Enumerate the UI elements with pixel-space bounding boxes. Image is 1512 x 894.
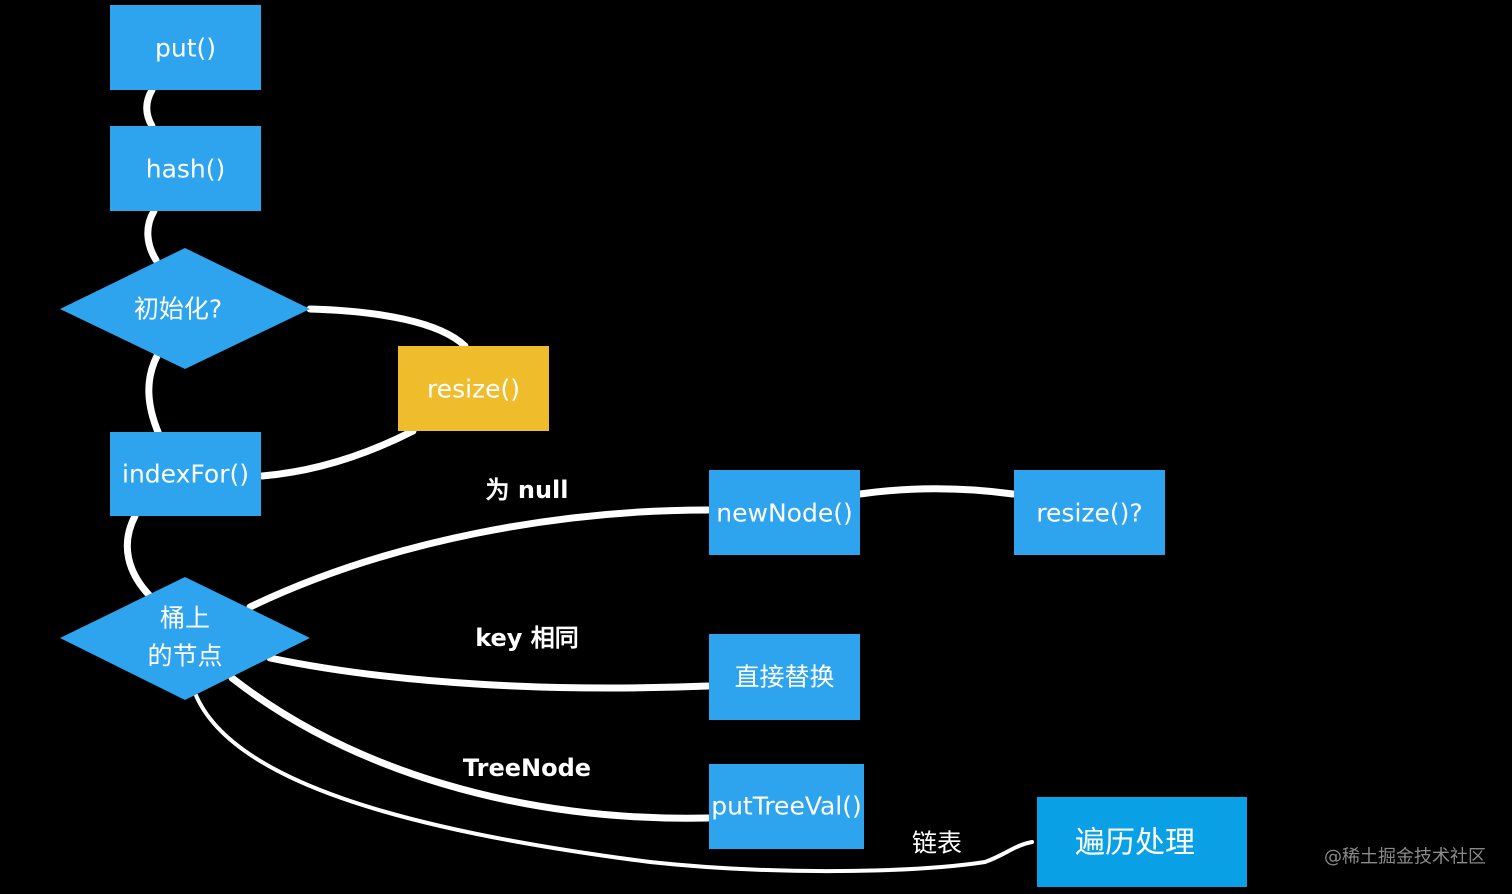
- edge-bucket-to-puttreeval: [228, 674, 712, 822]
- edge-resize-to-indexfor: [258, 427, 417, 480]
- node-bucket: 桶上 的节点: [60, 577, 310, 700]
- put-label: put(): [155, 34, 216, 63]
- bucket-diamond: [60, 577, 310, 700]
- hash-box: [110, 126, 261, 211]
- edge-indexfor-to-bucket: [123, 512, 154, 600]
- bucket-label-line1: 桶上: [160, 604, 210, 633]
- resize-init-box: [398, 346, 549, 431]
- edge-put-to-hash: [143, 86, 156, 130]
- indexfor-label: indexFor(): [122, 460, 249, 489]
- edge-init-to-indexfor: [145, 352, 162, 436]
- put-box: [110, 5, 261, 90]
- node-traverse: 遍历处理: [1037, 797, 1247, 887]
- watermark-text: @稀土掘金技术社区: [1324, 847, 1486, 868]
- node-resize-check: resize()?: [1014, 470, 1165, 555]
- init-check-label: 初始化?: [134, 295, 222, 324]
- edge-bucket-to-replace: [266, 654, 712, 692]
- indexfor-box: [110, 432, 261, 516]
- puttreeval-box: [709, 764, 864, 849]
- node-puttreeval: putTreeVal(): [709, 764, 864, 849]
- resize-check-box: [1014, 470, 1165, 555]
- traverse-box: [1037, 797, 1247, 887]
- node-indexfor: indexFor(): [110, 432, 261, 516]
- init-check-diamond: [60, 248, 310, 369]
- bucket-label-line2: 的节点: [147, 642, 222, 671]
- newnode-box: [709, 470, 860, 555]
- replace-box: [709, 634, 860, 720]
- traverse-label: 遍历处理: [1075, 826, 1195, 861]
- resize-check-label: resize()?: [1036, 499, 1142, 528]
- edge-label-same-key: key 相同: [475, 624, 579, 652]
- node-resize-init: resize(): [398, 346, 549, 431]
- resize-init-label: resize(): [427, 375, 520, 404]
- hash-label: hash(): [146, 155, 226, 184]
- connectors: [123, 86, 1034, 874]
- edge-bucket-to-newnode: [246, 506, 712, 611]
- node-newnode: newNode(): [709, 470, 860, 555]
- edge-init-to-resize: [306, 305, 469, 350]
- edge-bucket-to-traverse: [193, 691, 1034, 874]
- node-put: put(): [110, 5, 261, 90]
- edge-label-is-null: 为 null: [486, 476, 569, 504]
- node-hash: hash(): [110, 126, 261, 211]
- edge-newnode-to-resize: [856, 485, 1017, 498]
- puttreeval-label: putTreeVal(): [711, 792, 862, 821]
- replace-label: 直接替换: [734, 663, 834, 692]
- newnode-label: newNode(): [716, 499, 852, 528]
- edge-hash-to-init: [144, 207, 160, 264]
- edge-label-tree-node: TreeNode: [463, 754, 591, 782]
- edge-label-linked-list: 链表: [912, 829, 962, 858]
- node-init-check: 初始化?: [60, 248, 310, 369]
- node-replace: 直接替换: [709, 634, 860, 720]
